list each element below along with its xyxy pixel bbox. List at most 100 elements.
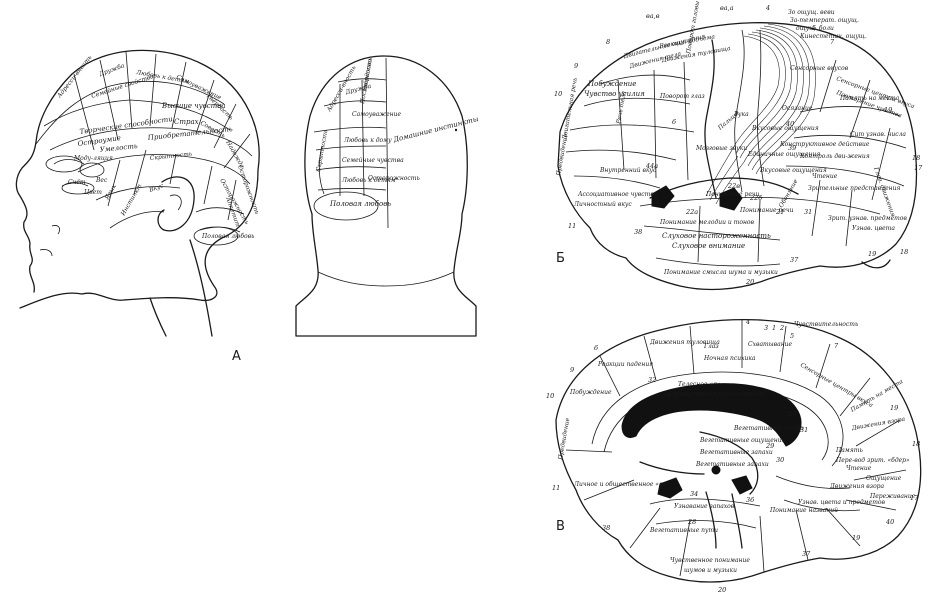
lateral-label: Рука bbox=[733, 111, 749, 118]
lateral-label: Вкусовые ощущения bbox=[759, 167, 827, 174]
medial-label: Чувствительность bbox=[794, 321, 858, 328]
medial-brain-numbers: 9 6 4 3 1 2 5 7 10 32 24 23 31 19 18 17 … bbox=[546, 318, 920, 594]
medial-label: Вегетативные ощущения bbox=[699, 437, 786, 444]
area-number: 9 bbox=[574, 62, 578, 70]
medial-label: Вегетативная схема bbox=[733, 425, 804, 432]
area-number: 21 bbox=[775, 208, 784, 216]
side-label: Умелость bbox=[99, 142, 138, 154]
side-label: Высшие чувства bbox=[161, 102, 226, 110]
medial-label: (субъективное переживание) bbox=[668, 391, 765, 398]
area-number: 19 bbox=[884, 106, 892, 114]
lateral-label: Сит узнав. числа bbox=[850, 131, 906, 138]
area-number: 5 bbox=[790, 332, 794, 340]
side-label: Моду-ляция bbox=[73, 155, 113, 162]
area-number: 6 bbox=[672, 118, 676, 126]
lateral-label: Зрительные представления bbox=[808, 185, 900, 192]
lateral-label: За-температ. ощущ. bbox=[790, 17, 859, 24]
back-label: Скрытность bbox=[315, 129, 329, 172]
lateral-label: Контроль дви-жения bbox=[799, 153, 870, 160]
back-label: Осторожность bbox=[368, 175, 420, 182]
area-number: 36 bbox=[746, 496, 754, 504]
area-number: 32 bbox=[648, 376, 656, 384]
medial-label: Движения взора bbox=[850, 416, 906, 433]
lateral-label: Чувство усилия bbox=[584, 90, 645, 98]
medial-label: Ощущение bbox=[866, 475, 902, 482]
medial-brain bbox=[555, 319, 922, 583]
area-number: 37 bbox=[802, 550, 811, 558]
lateral-label: Пальцы bbox=[716, 110, 740, 132]
area-number: 22а bbox=[685, 208, 698, 216]
area-number: 5 bbox=[812, 24, 816, 32]
medial-label: Чувственное понимание bbox=[670, 557, 750, 564]
area-number: 28 bbox=[687, 518, 696, 526]
area-number: 17 bbox=[910, 494, 919, 502]
lateral-label: Ассоциативное чувство bbox=[577, 191, 658, 198]
lateral-label: Понимание смысла шума и музыки bbox=[663, 269, 778, 276]
medial-label: Побуждение bbox=[569, 389, 612, 396]
lateral-label: Поворот глаз bbox=[659, 93, 705, 100]
back-label: Половая любовь bbox=[329, 200, 391, 208]
area-number: 44а bbox=[645, 162, 658, 170]
side-label: Адресси-вность bbox=[55, 54, 93, 100]
lateral-label: Осязание bbox=[782, 105, 813, 112]
medial-label: Телесное «я» bbox=[678, 381, 721, 388]
area-number: 39 bbox=[788, 144, 796, 152]
medial-label: шумов и музыки bbox=[684, 567, 737, 574]
medial-label: Схватывание bbox=[748, 341, 793, 348]
side-label: Скрытность bbox=[149, 151, 192, 162]
lateral-label: Внутренний вкус bbox=[599, 167, 657, 174]
back-label: Любовь к детям bbox=[341, 177, 396, 184]
lateral-label: Слуховое настороженность bbox=[662, 232, 771, 240]
area-number: 31 bbox=[804, 208, 812, 216]
area-number: 22б bbox=[749, 194, 762, 202]
area-number: 31 bbox=[800, 426, 808, 434]
area-number: 22в bbox=[727, 182, 740, 190]
lateral-label: Мозговые звуки bbox=[695, 145, 747, 152]
area-number: 20 bbox=[745, 278, 754, 286]
medial-label: Движения туловища bbox=[649, 339, 720, 346]
lateral-label: Память на места bbox=[839, 95, 900, 102]
medial-label: Память bbox=[835, 447, 863, 454]
medial-label: Вегетативные пути bbox=[649, 527, 718, 534]
area-number: ва,в bbox=[646, 12, 660, 20]
area-number: 19 bbox=[890, 404, 898, 412]
area-number: 18 bbox=[900, 248, 908, 256]
area-number: 7 bbox=[830, 38, 835, 46]
lateral-label: Предвидение bbox=[555, 133, 570, 178]
medial-label: Узнав. цвета и предметов bbox=[798, 499, 886, 506]
area-number: 29 bbox=[765, 442, 774, 450]
area-number: 6 bbox=[594, 344, 598, 352]
lateral-brain bbox=[557, 22, 918, 291]
medial-label: Личное и общественное «я» bbox=[573, 481, 667, 488]
side-label: Страх bbox=[174, 118, 199, 126]
area-number: 10 bbox=[546, 392, 554, 400]
area-number: 38 bbox=[602, 524, 610, 532]
medial-label: Ночная психика bbox=[703, 355, 756, 362]
panel-letter-c: В bbox=[556, 519, 565, 534]
lateral-label: Личностный вкус bbox=[573, 201, 632, 208]
lateral-label: Зо ощущ. веви bbox=[788, 9, 835, 16]
area-number: 40 bbox=[785, 120, 794, 128]
lateral-label: Единичные ощущения bbox=[747, 151, 820, 158]
area-number: 1 bbox=[772, 324, 776, 332]
area-number: 18 bbox=[912, 440, 920, 448]
medial-label: Понимание названий bbox=[769, 507, 838, 514]
area-number: 37 bbox=[790, 256, 799, 264]
lateral-label: Вкусовые ощущения bbox=[751, 125, 819, 132]
area-number: 19 bbox=[868, 250, 876, 258]
area-number: 30 bbox=[776, 456, 784, 464]
area-number: 18 bbox=[912, 154, 920, 162]
area-number: 23 bbox=[787, 410, 796, 418]
medial-label: Вегетативные запахи bbox=[695, 461, 769, 468]
lateral-label: Слуховое внимание bbox=[672, 242, 745, 250]
lateral-label: Двигательная речь bbox=[561, 77, 579, 141]
lateral-label: Понимание мелодии и тонов bbox=[659, 219, 755, 226]
area-number: ва,а bbox=[720, 4, 734, 12]
lateral-label: Понимание речи bbox=[739, 207, 794, 214]
back-label: Самоуважение bbox=[352, 111, 401, 118]
area-number: 4 bbox=[765, 4, 770, 12]
back-label: Любовь к дому bbox=[343, 137, 392, 144]
lateral-label: Сенсорные вкусов bbox=[790, 65, 849, 72]
lateral-label: Поворот головы bbox=[685, 0, 701, 55]
